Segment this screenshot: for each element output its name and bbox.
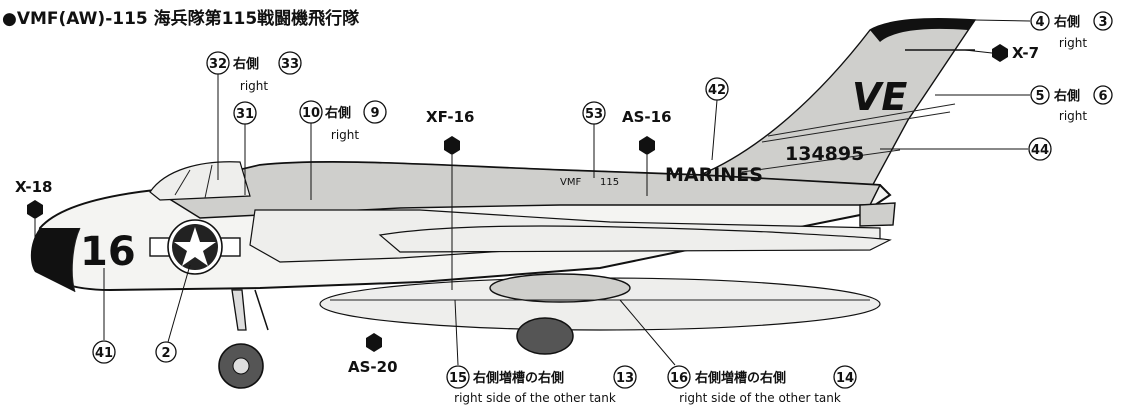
callout-9: 9 bbox=[370, 106, 379, 121]
aircraft-profile: 16 VE 134895 MARINES VMF 115 bbox=[30, 18, 977, 389]
callout-42: 42 bbox=[708, 83, 726, 98]
numbered-callouts: 4 右側 3 right 5 右側 6 right 44 32 右側 33 ri… bbox=[92, 11, 1113, 405]
fin-stripes bbox=[741, 103, 956, 173]
hex-marker-as20 bbox=[366, 333, 382, 352]
tail-code: VE bbox=[852, 75, 907, 119]
callout-53: 53 bbox=[585, 107, 603, 122]
callout-4: 4 bbox=[1035, 15, 1044, 30]
code-as16: AS-16 bbox=[622, 108, 672, 126]
color-code-markers: X-18 X-7 XF-16 AS-16 AS-20 bbox=[15, 44, 1039, 376]
main-wheel bbox=[516, 317, 574, 355]
fin-tip bbox=[870, 18, 975, 42]
callout-16-sub: right side of the other tank bbox=[679, 391, 841, 405]
diagram-title: ●VMF(AW)-115 海兵隊第115戦闘機飛行隊 bbox=[2, 8, 360, 29]
callout-15-text: 右側増槽の右側 bbox=[472, 370, 564, 386]
callout-10: 10 bbox=[302, 106, 320, 121]
hex-marker-x7 bbox=[992, 44, 1008, 62]
callout-32: 32 bbox=[209, 57, 227, 72]
callout-14: 14 bbox=[836, 371, 854, 386]
hex-marker-x18 bbox=[27, 200, 43, 219]
callout-5: 5 bbox=[1035, 89, 1044, 104]
callout-13: 13 bbox=[616, 371, 634, 386]
callout-33: 33 bbox=[281, 57, 299, 72]
code-as20: AS-20 bbox=[348, 358, 398, 376]
callout-2: 2 bbox=[161, 346, 170, 361]
squadron-number: 115 bbox=[600, 177, 619, 188]
squadron-label: VMF bbox=[560, 177, 581, 188]
callout-32-side: 右側 bbox=[232, 56, 259, 72]
callout-6: 6 bbox=[1098, 89, 1107, 104]
callout-15-sub: right side of the other tank bbox=[454, 391, 616, 405]
tail-serial: 134895 bbox=[785, 143, 864, 165]
drop-tank bbox=[319, 273, 881, 331]
code-xf16: XF-16 bbox=[426, 108, 474, 126]
callout-5-right: right bbox=[1059, 109, 1087, 123]
hex-marker-xf16 bbox=[444, 136, 460, 155]
callout-10-right: right bbox=[331, 128, 359, 142]
callout-16: 16 bbox=[670, 371, 688, 386]
nose-cone bbox=[30, 228, 80, 292]
canopy bbox=[149, 161, 251, 201]
nose-gear bbox=[218, 289, 269, 389]
callout-10-side: 右側 bbox=[324, 105, 351, 121]
hex-marker-as16 bbox=[639, 136, 655, 155]
national-insignia bbox=[149, 219, 241, 275]
callout-circle-4 bbox=[1030, 11, 1050, 31]
nose-number: 16 bbox=[80, 229, 136, 275]
exhaust bbox=[859, 202, 896, 227]
callout-41: 41 bbox=[95, 346, 113, 361]
callout-3: 3 bbox=[1098, 15, 1107, 30]
fuselage-marines: MARINES bbox=[665, 164, 763, 186]
callout-44: 44 bbox=[1031, 143, 1049, 158]
code-x7: X-7 bbox=[1012, 44, 1039, 62]
code-x18: X-18 bbox=[15, 178, 52, 196]
canopy-frame bbox=[174, 164, 213, 199]
callout-31: 31 bbox=[236, 107, 254, 122]
callout-5-side: 右側 bbox=[1053, 88, 1080, 104]
upper-camouflage bbox=[153, 161, 882, 219]
callout-15: 15 bbox=[449, 371, 467, 386]
nose-seam bbox=[71, 227, 81, 293]
callout-32-right: right bbox=[240, 79, 268, 93]
wing-underside bbox=[378, 225, 892, 253]
callout-4-side: 右側 bbox=[1053, 14, 1080, 30]
callout-4-right: right bbox=[1059, 36, 1087, 50]
callout-16-text: 右側増槽の右側 bbox=[694, 370, 786, 386]
